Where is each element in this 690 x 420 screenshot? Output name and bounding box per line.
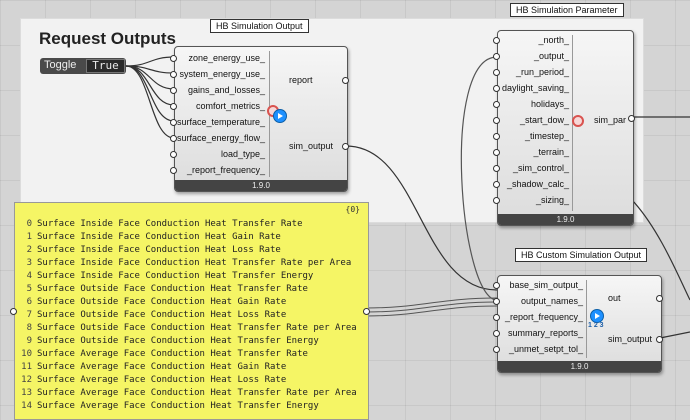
input-dot[interactable] [170,167,177,174]
input-start-dow[interactable]: _start_dow_ [519,115,569,125]
toggle-value[interactable]: True [86,59,125,73]
input-unmet-setpt-tol[interactable]: _unmet_setpt_tol_ [508,344,583,354]
custom-node-title: HB Custom Simulation Output [515,248,648,262]
output-dot[interactable] [656,295,663,302]
output-dot[interactable] [342,77,349,84]
input-output[interactable]: _output_ [533,51,569,61]
output-dot[interactable] [628,115,635,122]
param-node-title: HB Simulation Parameter [510,3,624,17]
input-dot[interactable] [493,314,500,321]
input-comfort-metrics[interactable]: comfort_metrics_ [195,101,265,111]
input-dot[interactable] [493,330,500,337]
input-gains-and-losses[interactable]: gains_and_losses_ [187,85,265,95]
input-sizing[interactable]: _sizing_ [535,195,569,205]
input-dot[interactable] [493,149,500,156]
hb-simulation-parameter-node[interactable]: _north_ _output_ _run_period_ daylight_s… [497,30,634,226]
panel-path-header: {0} [345,205,360,214]
input-dot[interactable] [170,135,177,142]
input-dot[interactable] [493,298,500,305]
input-shadow-calc[interactable]: _shadow_calc_ [506,179,569,189]
group-title: Request Outputs [39,29,176,48]
output-node-title: HB Simulation Output [210,19,309,33]
hb-simulation-output-node[interactable]: zone_energy_use_ system_energy_use_ gain… [174,46,348,192]
input-dot[interactable] [493,53,500,60]
input-dot[interactable] [493,85,500,92]
panel-output-dot[interactable] [363,308,370,315]
input-base-sim-output[interactable]: base_sim_output_ [509,280,583,290]
input-dot[interactable] [493,165,500,172]
toggle-label: Toggle [44,59,77,71]
output-sim-output[interactable]: sim_output [289,141,334,151]
play-icon[interactable] [273,109,287,123]
output-sim-output[interactable]: sim_output [608,334,653,344]
input-dot[interactable] [493,197,500,204]
input-timestep[interactable]: _timestep_ [524,131,569,141]
input-dot[interactable] [170,151,177,158]
output-node-version: 1.9.0 [175,180,347,191]
input-dot[interactable] [493,346,500,353]
input-summary-reports[interactable]: summary_reports_ [507,328,583,338]
input-dot[interactable] [170,87,177,94]
output-dot[interactable] [656,336,663,343]
input-holidays[interactable]: holidays_ [530,99,569,109]
input-surface-temperature[interactable]: surface_temperature_ [176,117,265,127]
hb-custom-simulation-output-node[interactable]: base_sim_output_ output_names_ _report_f… [497,275,662,373]
input-dot[interactable] [170,55,177,62]
output-out[interactable]: out [608,293,621,303]
param-node-version: 1.9.0 [498,214,633,225]
output-sim-par[interactable]: sim_par [594,115,627,125]
version-badge: 1 2 3 [588,322,604,329]
input-dot[interactable] [493,282,500,289]
input-load-type[interactable]: load_type_ [220,149,265,159]
custom-node-version: 1.9.0 [498,361,661,372]
input-dot[interactable] [493,181,500,188]
input-daylight-saving[interactable]: daylight_saving_ [501,83,569,93]
input-dot[interactable] [493,69,500,76]
input-zone-energy-use[interactable]: zone_energy_use_ [188,53,265,63]
output-dot[interactable] [342,143,349,150]
input-terrain[interactable]: _terrain_ [533,147,569,157]
warning-icon [572,115,584,127]
input-dot[interactable] [493,37,500,44]
input-dot[interactable] [493,133,500,140]
input-report-frequency[interactable]: _report_frequency_ [504,312,583,322]
input-dot[interactable] [170,71,177,78]
input-dot[interactable] [170,103,177,110]
input-sim-control[interactable]: _sim_control_ [512,163,569,173]
input-output-names[interactable]: output_names_ [520,296,583,306]
input-dot[interactable] [493,117,500,124]
input-run-period[interactable]: _run_period_ [515,67,569,77]
input-system-energy-use[interactable]: system_energy_use_ [179,69,265,79]
boolean-toggle[interactable]: Toggle True [40,58,126,74]
input-report-frequency[interactable]: _report_frequency_ [186,165,265,175]
play-icon[interactable] [590,309,604,323]
input-dot[interactable] [493,101,500,108]
input-surface-energy-flow[interactable]: surface_energy_flow_ [176,133,265,143]
panel-input-dot[interactable] [10,308,17,315]
input-dot[interactable] [170,119,177,126]
input-north[interactable]: _north_ [538,35,569,45]
output-report[interactable]: report [289,75,313,85]
node-divider [586,280,587,358]
